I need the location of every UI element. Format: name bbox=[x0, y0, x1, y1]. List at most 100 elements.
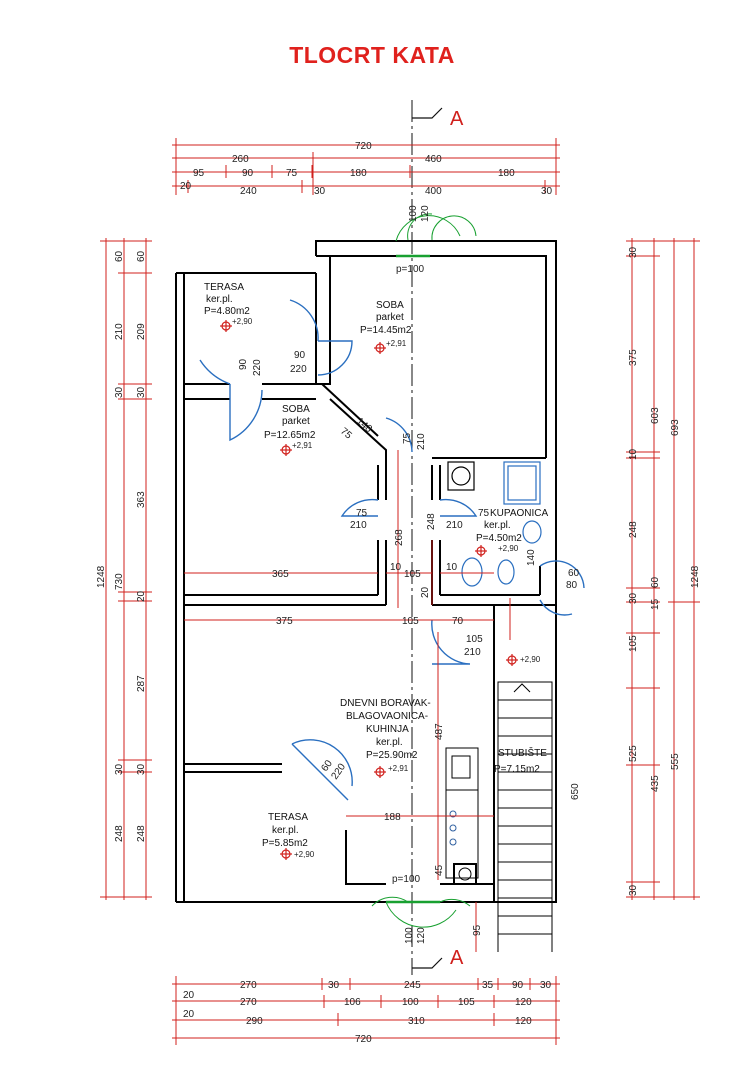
window-swings bbox=[371, 213, 477, 907]
level-markers bbox=[220, 320, 518, 860]
label-375: 375 bbox=[276, 616, 293, 627]
room-area: P=4.80m2 bbox=[204, 306, 250, 317]
dim-bottom-120a: 120 bbox=[515, 997, 532, 1008]
label-75a: 75 bbox=[338, 426, 354, 442]
misc-labels: p=100 p=100 90 220 90 220 148 75 75 210 … bbox=[238, 205, 580, 944]
dim-top-30a: 30 bbox=[314, 186, 326, 197]
room-area: P=4.50m2 bbox=[476, 533, 522, 544]
dim-top-95: 95 bbox=[193, 168, 205, 179]
room-name-2: BLAGOVAONICA- bbox=[346, 711, 428, 722]
dim-left-30c: 30 bbox=[136, 386, 147, 398]
room-dnevni-boravak: DNEVNI BORAVAK- BLAGOVAONICA- KUHINJA ke… bbox=[340, 698, 431, 773]
room-name-3: KUHINJA bbox=[366, 724, 409, 735]
label-70: 70 bbox=[452, 616, 464, 627]
section-line bbox=[411, 100, 443, 975]
dim-right-603: 603 bbox=[650, 407, 661, 424]
dim-top-260: 260 bbox=[232, 154, 249, 165]
label-365: 365 bbox=[272, 569, 289, 580]
room-area: P=25.90m2 bbox=[366, 750, 418, 761]
room-soba-2: SOBA parket P=12.65m2 +2,91 bbox=[264, 404, 316, 450]
dim-left-210: 210 bbox=[114, 323, 125, 340]
dim-right-15: 15 bbox=[650, 598, 661, 610]
room-floor: parket bbox=[282, 416, 310, 427]
room-level: +2,90 bbox=[294, 850, 315, 859]
dim-top-75: 75 bbox=[286, 168, 298, 179]
dim-top-180a: 180 bbox=[350, 168, 367, 179]
label-p100-top: p=100 bbox=[396, 264, 425, 275]
room-name: DNEVNI BORAVAK- bbox=[340, 698, 431, 709]
dim-left-363: 363 bbox=[136, 491, 147, 508]
dim-right-248: 248 bbox=[628, 521, 639, 538]
stairs bbox=[497, 681, 553, 952]
dim-bottom-30a: 30 bbox=[328, 980, 340, 991]
label-248: 248 bbox=[426, 513, 437, 530]
section-mark-top: A bbox=[450, 108, 464, 130]
dim-bottom-270a: 270 bbox=[240, 980, 257, 991]
room-floor: parket bbox=[376, 312, 404, 323]
label-210a: 210 bbox=[416, 433, 427, 450]
label-80: 80 bbox=[566, 580, 578, 591]
dim-right-693: 693 bbox=[670, 419, 681, 436]
room-area: P=5.85m2 bbox=[262, 838, 308, 849]
dimension-lines-bottom bbox=[172, 976, 560, 1045]
dimension-lines-left bbox=[100, 238, 152, 900]
doors bbox=[199, 299, 585, 801]
dim-bottom-245: 245 bbox=[404, 980, 421, 991]
dim-left-248b: 248 bbox=[136, 825, 147, 842]
room-level: +2,91 bbox=[388, 764, 409, 773]
walls bbox=[175, 240, 557, 903]
label-p100-bottom: p=100 bbox=[392, 874, 421, 885]
dim-left-287: 287 bbox=[136, 675, 147, 692]
label-20: 20 bbox=[420, 586, 431, 598]
label-188: 188 bbox=[384, 812, 401, 823]
dim-right-435: 435 bbox=[650, 775, 661, 792]
dim-bottom-35: 35 bbox=[482, 980, 494, 991]
dim-top-180b: 180 bbox=[498, 168, 515, 179]
label-75b: 75 bbox=[402, 432, 413, 444]
dim-left-60a: 60 bbox=[114, 250, 125, 262]
label-door-220: 220 bbox=[290, 364, 307, 375]
label-120-top: 120 bbox=[420, 205, 431, 222]
dim-left-248a: 248 bbox=[114, 825, 125, 842]
dim-left-30a: 30 bbox=[114, 386, 125, 398]
dim-bottom-106: 106 bbox=[344, 997, 361, 1008]
label-75k: 75 bbox=[478, 508, 490, 519]
room-floor: ker.pl. bbox=[376, 737, 403, 748]
label-45: 45 bbox=[434, 864, 445, 876]
dim-bottom-100: 100 bbox=[402, 997, 419, 1008]
dim-top-460: 460 bbox=[425, 154, 442, 165]
dim-right-10: 10 bbox=[628, 448, 639, 460]
room-level: +2,91 bbox=[386, 339, 407, 348]
room-area: P=14.45m2 bbox=[360, 325, 412, 336]
windows bbox=[385, 215, 461, 928]
room-kupaonica: KUPAONICA ker.pl. P=4.50m2 +2,90 bbox=[476, 508, 548, 553]
dim-bottom-20a: 20 bbox=[183, 990, 195, 1001]
room-stubiste: STUBIŠTE P=7.15m2 bbox=[494, 746, 547, 775]
label-door-220b: 220 bbox=[252, 359, 263, 376]
room-floor: ker.pl. bbox=[484, 520, 511, 531]
label-290: +2,90 bbox=[520, 655, 541, 664]
dim-bottom-30b: 30 bbox=[540, 980, 552, 991]
label-100-top: 100 bbox=[408, 205, 419, 222]
label-268: 268 bbox=[394, 529, 405, 546]
dim-left-1248: 1248 bbox=[96, 565, 107, 588]
dim-top-20: 20 bbox=[180, 181, 192, 192]
label-105a: 105 bbox=[404, 569, 421, 580]
dim-right-30b: 30 bbox=[628, 592, 639, 604]
dim-top-240: 240 bbox=[240, 186, 257, 197]
dim-bottom-total: 720 bbox=[355, 1034, 372, 1045]
room-name: KUPAONICA bbox=[490, 508, 548, 519]
dim-bottom-310: 310 bbox=[408, 1016, 425, 1027]
label-105b: 105 bbox=[402, 616, 419, 627]
dim-right-1248: 1248 bbox=[690, 565, 701, 588]
bathroom-fixtures bbox=[447, 461, 542, 587]
dimension-lines-top bbox=[172, 138, 560, 195]
label-210d: 210 bbox=[464, 647, 481, 658]
label-140: 140 bbox=[526, 549, 537, 566]
room-area: P=7.15m2 bbox=[494, 764, 540, 775]
dim-left-209: 209 bbox=[136, 323, 147, 340]
room-soba-1: SOBA parket P=14.45m2 +2,91 bbox=[360, 300, 412, 348]
label-210c: 210 bbox=[446, 520, 463, 531]
room-terasa-top: TERASA ker.pl. P=4.80m2 +2,90 bbox=[204, 282, 253, 326]
